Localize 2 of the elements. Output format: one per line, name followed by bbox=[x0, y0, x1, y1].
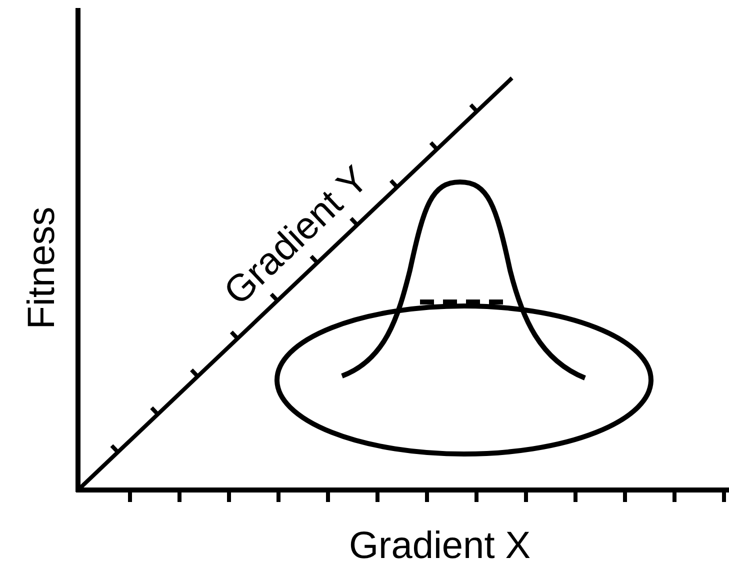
axis-title: Fitness bbox=[23, 206, 62, 330]
axis-title: Gradient X bbox=[349, 527, 531, 565]
